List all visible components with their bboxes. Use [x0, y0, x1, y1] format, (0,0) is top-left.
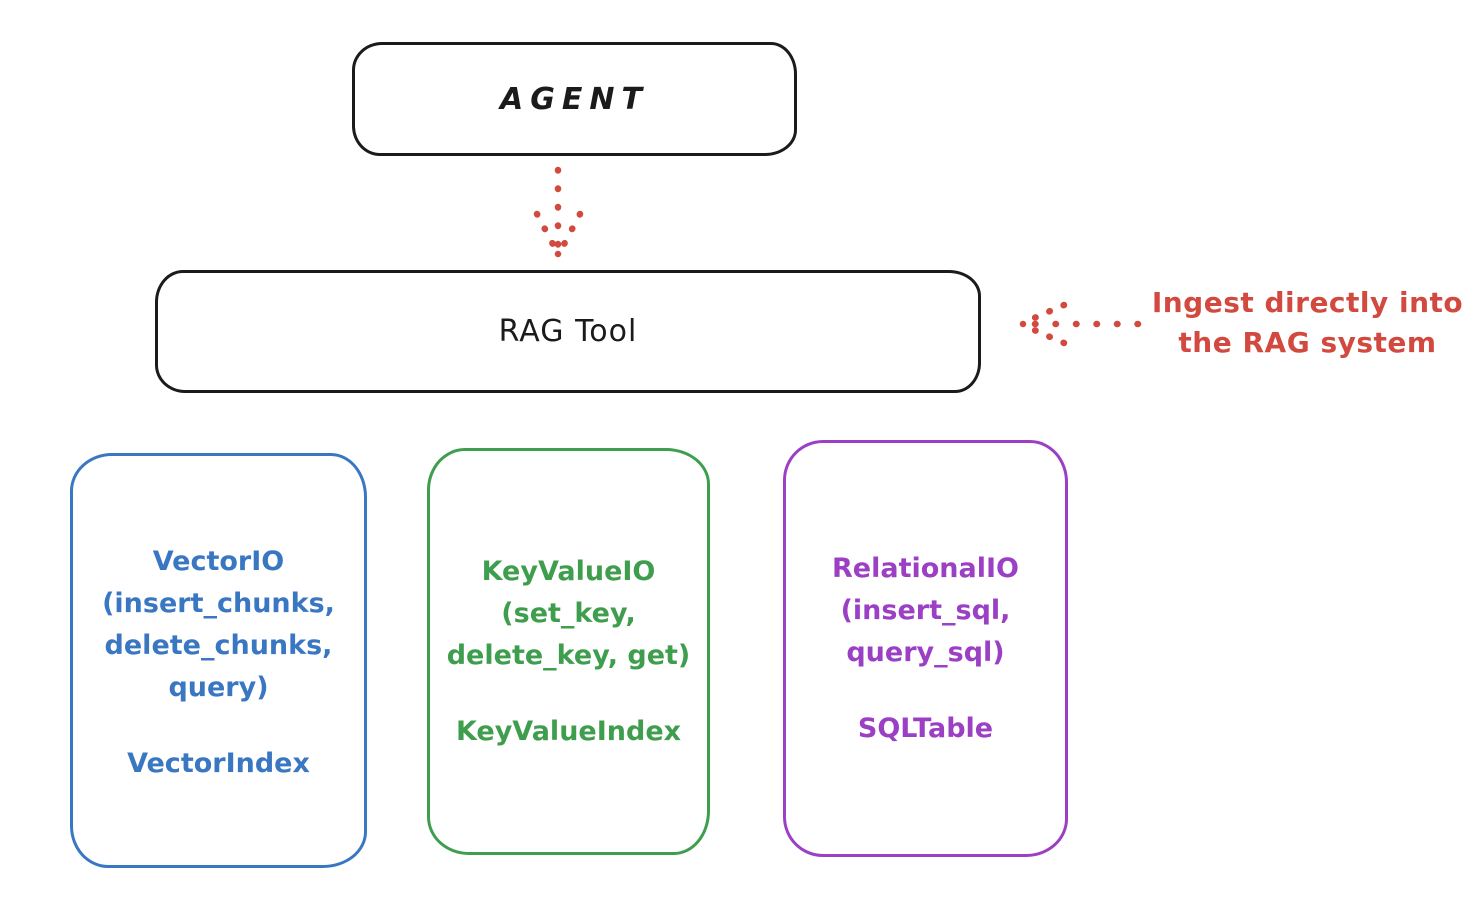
relational-io-title-line: RelationalIO	[832, 553, 1019, 584]
key-value-io-title-line: delete_key, get)	[446, 640, 691, 671]
rag-tool-box: RAG Tool	[155, 270, 981, 393]
ingest-annotation-line2: the RAG system	[1178, 326, 1437, 359]
module-box-relational-io: RelationalIO (insert_sql, query_sql) SQL…	[783, 440, 1068, 857]
vector-io-title-line: query)	[168, 672, 269, 703]
key-value-io-title-line: (set_key,	[501, 598, 636, 629]
vector-io-index-label: VectorIndex	[127, 748, 310, 779]
rag-tool-label: RAG Tool	[498, 314, 638, 349]
relational-io-title-line: query_sql)	[846, 637, 1005, 668]
agent-label: AGENT	[500, 81, 649, 117]
dotted-arrow-down-icon	[533, 166, 584, 258]
key-value-io-index-label: KeyValueIndex	[455, 716, 682, 747]
ingest-annotation-line1: Ingest directly into	[1151, 286, 1464, 319]
module-box-vector-io: VectorIO (insert_chunks, delete_chunks, …	[70, 453, 367, 868]
relational-io-index-label: SQLTable	[857, 713, 994, 744]
module-box-key-value-io: KeyValueIO (set_key, delete_key, get) Ke…	[427, 448, 710, 855]
vector-io-title-line: (insert_chunks,	[102, 588, 335, 619]
dotted-arrow-left-icon	[1019, 301, 1142, 347]
agent-box: AGENT	[352, 42, 797, 156]
key-value-io-title-line: KeyValueIO	[481, 556, 656, 587]
relational-io-title-line: (insert_sql,	[840, 595, 1011, 626]
ingest-annotation: Ingest directly into the RAG system	[1140, 283, 1475, 363]
vector-io-title-line: VectorIO	[152, 546, 285, 577]
vector-io-title-line: delete_chunks,	[104, 630, 333, 661]
